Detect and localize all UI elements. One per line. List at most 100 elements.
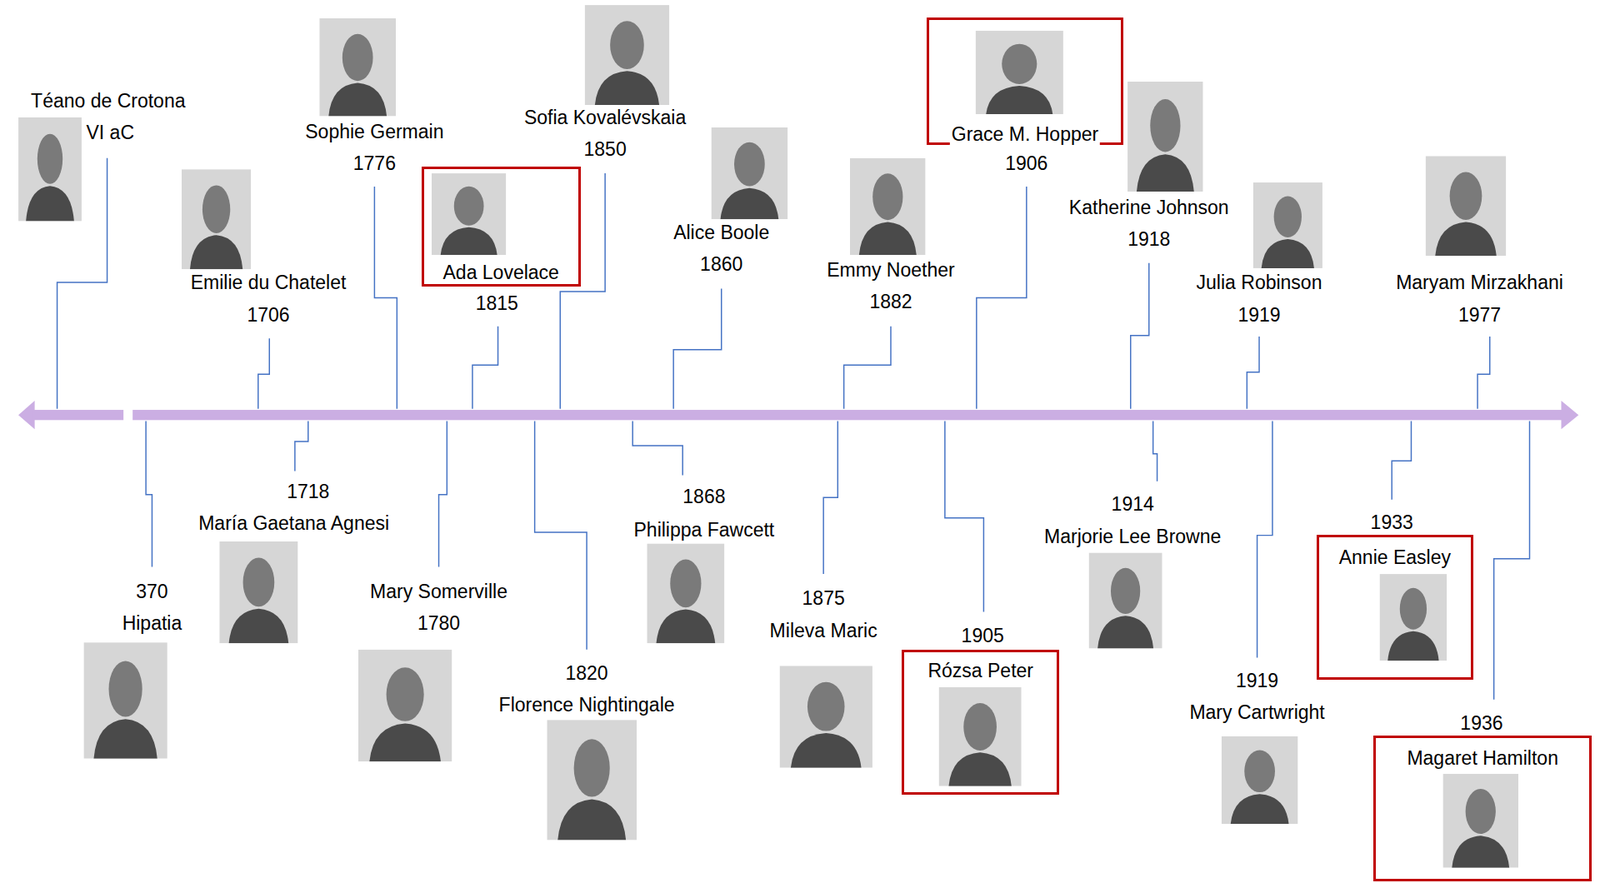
leader-lines: [57, 158, 1530, 700]
timeline-label: 370: [135, 580, 168, 603]
timeline-label: 1919: [1235, 670, 1279, 692]
leader-line: [374, 186, 397, 410]
portrait: [780, 665, 873, 768]
leader-line: [1477, 336, 1490, 410]
portrait: [546, 720, 637, 840]
leader-line: [560, 173, 605, 410]
highlight-box: Magaret Hamilton: [1373, 735, 1592, 882]
timeline-label: 1914: [1111, 493, 1155, 515]
portrait: [181, 169, 251, 270]
leader-line: [673, 288, 722, 409]
portrait: [975, 30, 1064, 115]
timeline-label: 1860: [700, 253, 743, 275]
leader-line: [1257, 421, 1273, 659]
leader-line: [439, 421, 448, 568]
portrait: [939, 687, 1022, 787]
leader-line: [1391, 421, 1411, 500]
timeline-label: Alice Boole: [673, 221, 770, 244]
portrait: [18, 117, 82, 222]
timeline-label: 1706: [246, 304, 290, 326]
portrait: [1127, 81, 1204, 192]
timeline-label: 1977: [1458, 304, 1501, 326]
portrait: [83, 642, 167, 760]
highlight-box: Grace M. Hopper: [926, 17, 1124, 145]
portrait: [219, 541, 298, 644]
leader-line: [145, 421, 152, 568]
portrait: [358, 650, 453, 763]
timeline-label: 1850: [584, 138, 627, 160]
arrow-head: [18, 400, 35, 430]
timeline-label: Katherine Johnson: [1069, 196, 1230, 219]
timeline-label: 1919: [1237, 304, 1280, 326]
timeline-label: Philippa Fawcett: [634, 519, 775, 541]
timeline-label: Julia Robinson: [1196, 271, 1323, 294]
timeline-label: Maryam Mirzakhani: [1395, 271, 1564, 294]
timeline-label: Marjorie Lee Browne: [1044, 525, 1221, 548]
leader-line: [823, 421, 838, 575]
timeline-label: 1875: [802, 587, 845, 610]
leader-line: [1130, 263, 1150, 410]
portrait: [710, 127, 788, 220]
timeline-label: 1820: [565, 662, 608, 685]
highlight-box: Annie Easley: [1316, 535, 1475, 680]
timeline-label: Hipatia: [122, 612, 183, 635]
timeline-label: Florence Nightingale: [499, 694, 675, 716]
portrait: [585, 5, 670, 105]
leader-line: [632, 421, 683, 476]
leader-line: [945, 421, 985, 613]
portrait: [1089, 552, 1163, 649]
timeline-label: 1906: [1005, 152, 1048, 175]
leader-line: [472, 326, 499, 410]
portrait: [1253, 182, 1323, 269]
highlight-box: Rózsa Peter: [901, 650, 1060, 795]
person-name: Ada Lovelace: [441, 261, 561, 284]
portrait: [1380, 574, 1448, 661]
timeline-label: Sofia Kovalévskaia: [524, 106, 686, 129]
timeline-label: 1780: [417, 612, 460, 635]
leader-line: [295, 421, 309, 472]
timeline-label: 1815: [475, 292, 519, 315]
timeline-label: 1718: [286, 480, 330, 503]
timeline-label: 1905: [961, 625, 1005, 647]
portrait: [1221, 736, 1299, 825]
portrait: [646, 543, 725, 644]
leader-line: [844, 326, 891, 410]
portrait: [850, 158, 926, 255]
axis-bar: [32, 410, 124, 420]
timeline-label: Emilie du Chatelet: [190, 271, 347, 294]
person-name: Magaret Hamilton: [1405, 747, 1560, 770]
timeline-label: Mary Somerville: [370, 580, 508, 603]
leader-line: [1494, 421, 1530, 700]
leader-line: [1246, 336, 1260, 410]
portrait: [319, 18, 396, 117]
arrow-head: [1560, 400, 1579, 430]
portrait: [431, 173, 506, 255]
highlight-box: Ada Lovelace: [421, 166, 581, 287]
timeline-label: 1776: [353, 152, 396, 175]
timeline-label: Mileva Maric: [770, 620, 878, 642]
timeline-label: 1918: [1127, 228, 1170, 250]
portraits: [18, 5, 1519, 869]
person-name: Rózsa Peter: [925, 660, 1035, 682]
leader-line: [258, 338, 270, 409]
timeline-label: María Gaetana Agnesi: [198, 512, 390, 535]
portrait: [1425, 155, 1507, 256]
axis-bar: [132, 410, 1564, 420]
portrait: [1442, 774, 1519, 869]
person-name: Annie Easley: [1337, 546, 1453, 569]
person-name: Grace M. Hopper: [950, 123, 1100, 145]
timeline-label: 1933: [1370, 511, 1414, 534]
timeline-label: 1936: [1460, 712, 1503, 735]
timeline-axis: [18, 400, 1579, 430]
timeline-label: Téano de Crotona: [30, 90, 185, 112]
leader-line: [1153, 421, 1158, 482]
leader-line: [535, 421, 587, 650]
timeline-label: Emmy Noether: [826, 259, 955, 281]
timeline-label: VI aC: [85, 121, 135, 144]
timeline-label: 1882: [869, 290, 912, 313]
timeline-label: Sophie Germain: [305, 120, 444, 143]
leader-line: [976, 186, 1027, 410]
timeline-label: Mary Cartwright: [1189, 701, 1325, 724]
